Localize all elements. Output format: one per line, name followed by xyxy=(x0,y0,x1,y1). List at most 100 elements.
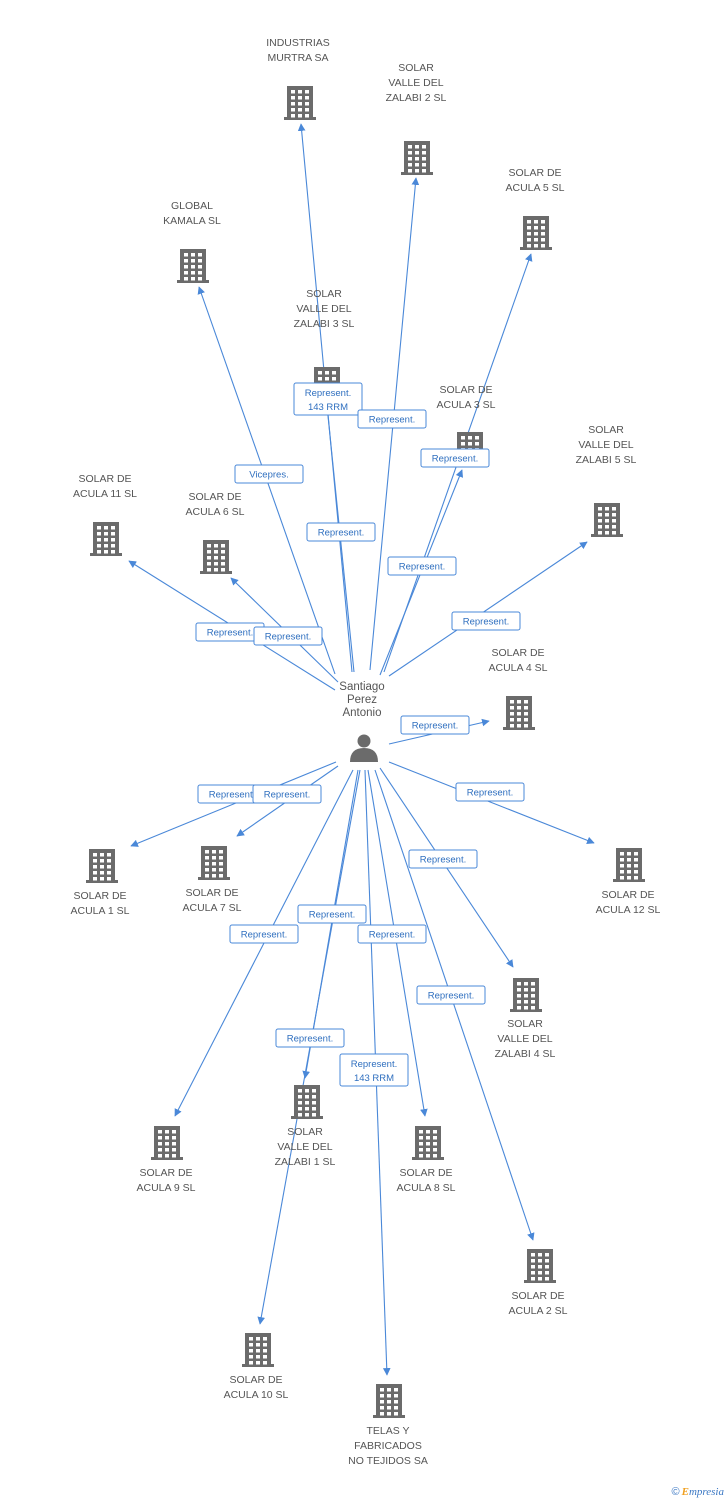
edge-label[interactable]: Vicepres. xyxy=(234,464,304,484)
building-icon xyxy=(177,249,209,283)
edge-label-text: Represent. xyxy=(265,632,311,643)
building-icon xyxy=(200,540,232,574)
edge-label[interactable]: Represent.143 RRM xyxy=(293,382,363,416)
copyright-symbol: © xyxy=(671,1486,680,1498)
edge-label-box xyxy=(252,784,322,804)
edge-label-box xyxy=(357,409,427,429)
edge-label[interactable]: Represent. xyxy=(306,522,376,542)
edge-label[interactable]: Represent. xyxy=(455,782,525,802)
edge-label[interactable]: Represent. xyxy=(408,849,478,869)
edge-label[interactable]: Represent. xyxy=(420,448,490,468)
edge-label-text: Represent. xyxy=(428,991,474,1002)
edge-label-text: Represent. xyxy=(209,790,255,801)
building-icon xyxy=(524,1249,556,1283)
brand-name: mpresia xyxy=(688,1486,724,1498)
edge-label-box xyxy=(229,924,299,944)
edge-label-box xyxy=(339,1053,409,1087)
edge-line xyxy=(388,541,588,677)
edge-label-box xyxy=(455,782,525,802)
edge-label-box xyxy=(387,556,457,576)
edge-label[interactable]: Represent. xyxy=(451,611,521,631)
edge-label[interactable]: Represent. xyxy=(416,985,486,1005)
edge-label[interactable]: Represent. xyxy=(253,626,323,646)
edge-label-box xyxy=(420,448,490,468)
building-icon xyxy=(90,522,122,556)
edge-label[interactable]: Represent. xyxy=(252,784,322,804)
edge-label-text: Represent. xyxy=(207,628,253,639)
edge-label-text: Represent. xyxy=(432,454,478,465)
building-icon xyxy=(503,696,535,730)
edge-label-text: Represent. xyxy=(369,415,415,426)
edge-label[interactable]: Represent. xyxy=(357,409,427,429)
building-icon xyxy=(401,141,433,175)
edge-label[interactable]: Represent. xyxy=(387,556,457,576)
building-icon xyxy=(373,1384,405,1418)
edge-label[interactable]: Represent. xyxy=(297,904,367,924)
edge-label[interactable]: Represent. xyxy=(195,622,265,642)
edge-label[interactable]: Represent. xyxy=(229,924,299,944)
edge-label-box xyxy=(451,611,521,631)
edge-label-text: Represent. xyxy=(318,528,364,539)
building-icon xyxy=(412,1126,444,1160)
building-icon xyxy=(284,86,316,120)
edge-label-text: Represent. xyxy=(463,617,509,628)
edge-label-text: Represent. xyxy=(351,1059,397,1070)
building-icon xyxy=(613,848,645,882)
edge-label-text: Represent. xyxy=(241,930,287,941)
edge-line xyxy=(388,761,595,845)
building-icon xyxy=(510,978,542,1012)
edge-label-box xyxy=(357,924,427,944)
edge-label[interactable]: Represent.143 RRM xyxy=(339,1053,409,1087)
edge-label-text: Vicepres. xyxy=(249,470,288,481)
edge-label[interactable]: Represent. xyxy=(275,1028,345,1048)
edge-label-box xyxy=(293,382,363,416)
edge-label-text: Represent. xyxy=(287,1034,333,1045)
building-icon xyxy=(520,216,552,250)
building-icon xyxy=(291,1085,323,1119)
edge-label[interactable]: Represent. xyxy=(357,924,427,944)
building-icon xyxy=(151,1126,183,1160)
edge-label-text: Represent. xyxy=(305,388,351,399)
edge-line xyxy=(374,769,535,1241)
person-icon xyxy=(350,734,378,762)
edge-label[interactable]: Represent. xyxy=(400,715,470,735)
building-icon xyxy=(86,849,118,883)
edge-label-box xyxy=(400,715,470,735)
empresia-watermark: ©Empresia xyxy=(672,1486,725,1498)
edge-label-text: Represent. xyxy=(399,562,445,573)
